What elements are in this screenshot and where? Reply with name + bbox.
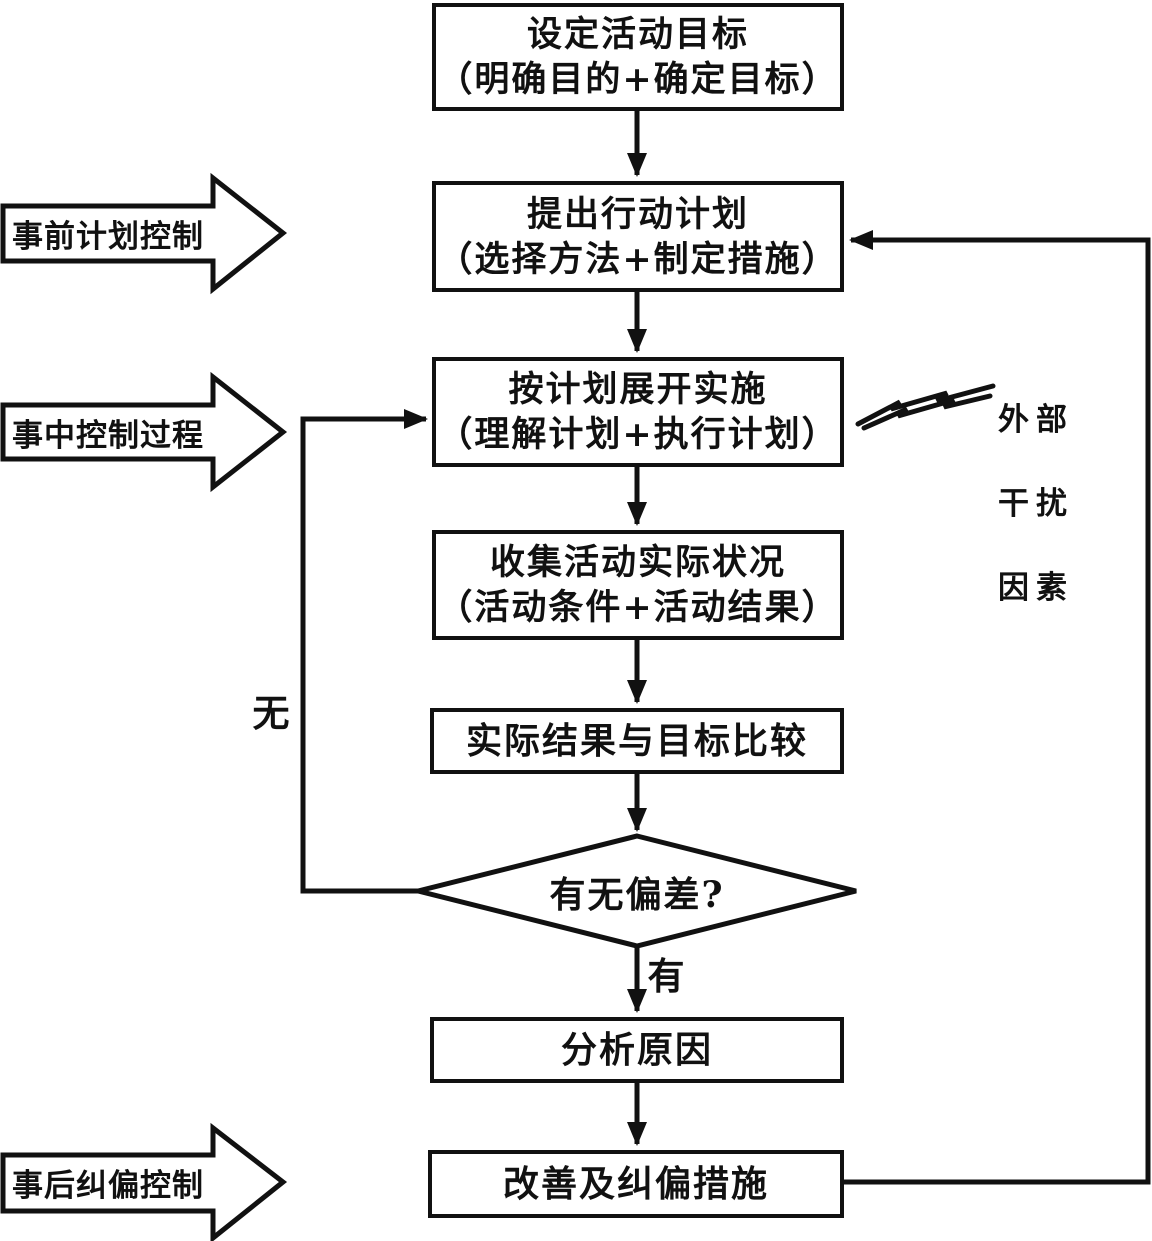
box-set-goal-line1: 设定活动目标	[526, 14, 749, 55]
box-set-goal: 设定活动目标 （明确目的+确定目标）	[432, 3, 844, 111]
interference-caption-line2: 干扰	[998, 486, 1074, 522]
interference-caption-line3: 因素	[998, 570, 1074, 606]
box-propose-plan-line2: （选择方法+制定措施）	[437, 238, 839, 280]
lightning-interference-icon	[855, 383, 996, 427]
loop-no-deviation	[300, 409, 428, 894]
box-corrective-measures-label: 改善及纠偏措施	[502, 1163, 769, 1205]
stage-arrow-after-label: 事后纠偏控制	[12, 1167, 204, 1204]
box-set-goal-line2: （明确目的+确定目标）	[437, 59, 839, 100]
decision-label: 有无偏差?	[549, 874, 725, 916]
box-compare-results: 实际结果与目标比较	[430, 708, 844, 774]
box-collect-status-line1: 收集活动实际状况	[489, 542, 786, 583]
box-implement-plan-line1: 按计划展开实施	[508, 369, 768, 410]
stage-arrow-during	[0, 371, 288, 493]
box-analyze-cause: 分析原因	[430, 1017, 844, 1083]
decision-diamond	[417, 833, 857, 949]
stage-arrow-before	[0, 172, 288, 295]
interference-caption-line1: 外部	[998, 402, 1074, 438]
stage-arrow-after	[0, 1122, 288, 1241]
box-analyze-cause-label: 分析原因	[560, 1029, 713, 1071]
stage-arrow-during-label: 事中控制过程	[12, 417, 204, 454]
box-compare-results-label: 实际结果与目标比较	[465, 720, 808, 762]
box-implement-plan-line2: （理解计划+执行计划）	[437, 414, 839, 455]
interference-caption: 外部 干扰 因素	[998, 357, 1094, 651]
loop-correction-to-plan	[844, 230, 1151, 1185]
box-collect-status-line2: （活动条件+活动结果）	[437, 587, 839, 628]
branch-no-label: 无	[252, 691, 290, 735]
branch-yes-label: 有	[647, 954, 685, 998]
box-propose-plan-line1: 提出行动计划	[526, 193, 749, 235]
lightning-interference-icon	[861, 393, 993, 431]
box-corrective-measures: 改善及纠偏措施	[428, 1150, 844, 1218]
box-implement-plan: 按计划展开实施 （理解计划+执行计划）	[432, 357, 844, 467]
box-collect-status: 收集活动实际状况 （活动条件+活动结果）	[432, 530, 844, 640]
box-propose-plan: 提出行动计划 （选择方法+制定措施）	[432, 181, 844, 292]
stage-arrow-before-label: 事前计划控制	[12, 218, 204, 255]
